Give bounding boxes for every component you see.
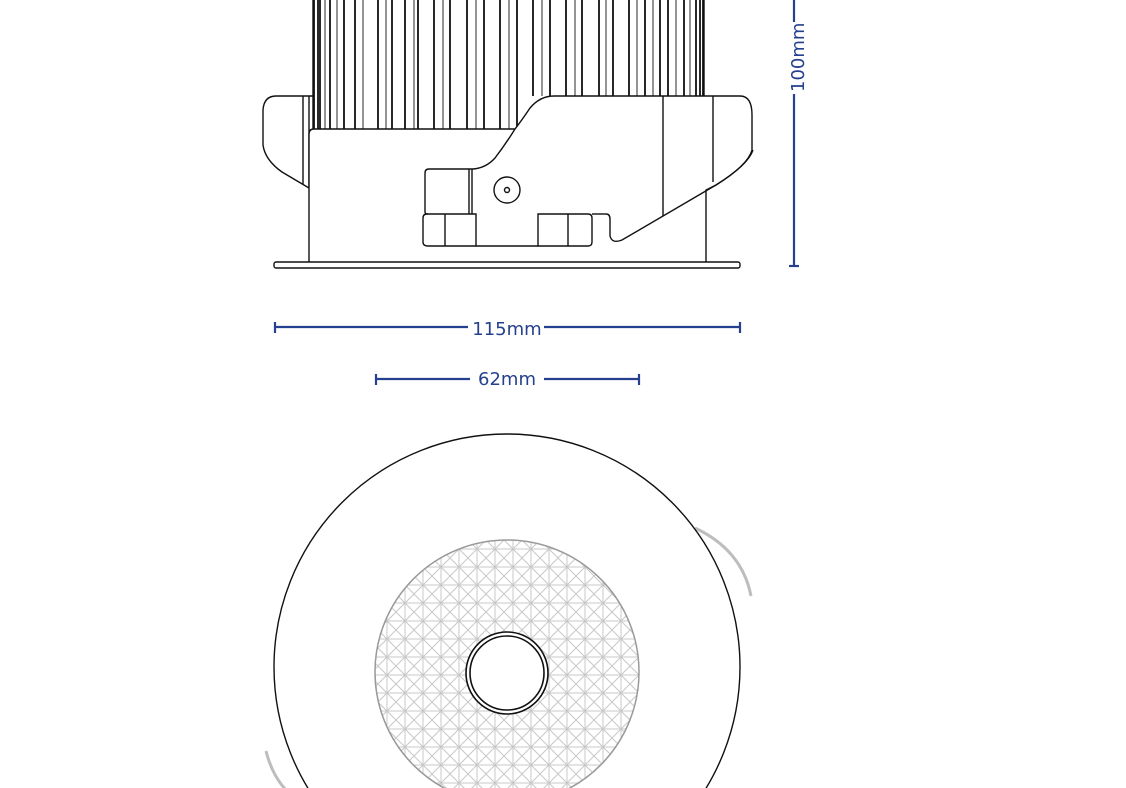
side-view (262, 0, 754, 269)
dimension-height (789, 0, 799, 268)
heatsink-fins (313, 0, 704, 129)
bezel-flange (273, 261, 741, 269)
lens-ring-inner (469, 635, 545, 711)
dimension-cutout (374, 374, 641, 385)
spring-clip-right (694, 526, 753, 597)
terminal-block-left (422, 213, 477, 247)
spring-clip-left (264, 750, 287, 788)
dimension-overall-width (273, 322, 742, 333)
terminal-block-right (537, 213, 593, 247)
adjustment-screw (493, 176, 521, 204)
dimension-height-label: 100mm (788, 23, 809, 92)
left-spring-clip (262, 95, 313, 190)
front-view (264, 433, 753, 788)
dimension-overall-width-label: 115mm (472, 319, 541, 340)
bezel-outer-circle (273, 433, 741, 788)
dimension-cutout-label: 62mm (478, 369, 536, 390)
body-housing (308, 95, 753, 262)
